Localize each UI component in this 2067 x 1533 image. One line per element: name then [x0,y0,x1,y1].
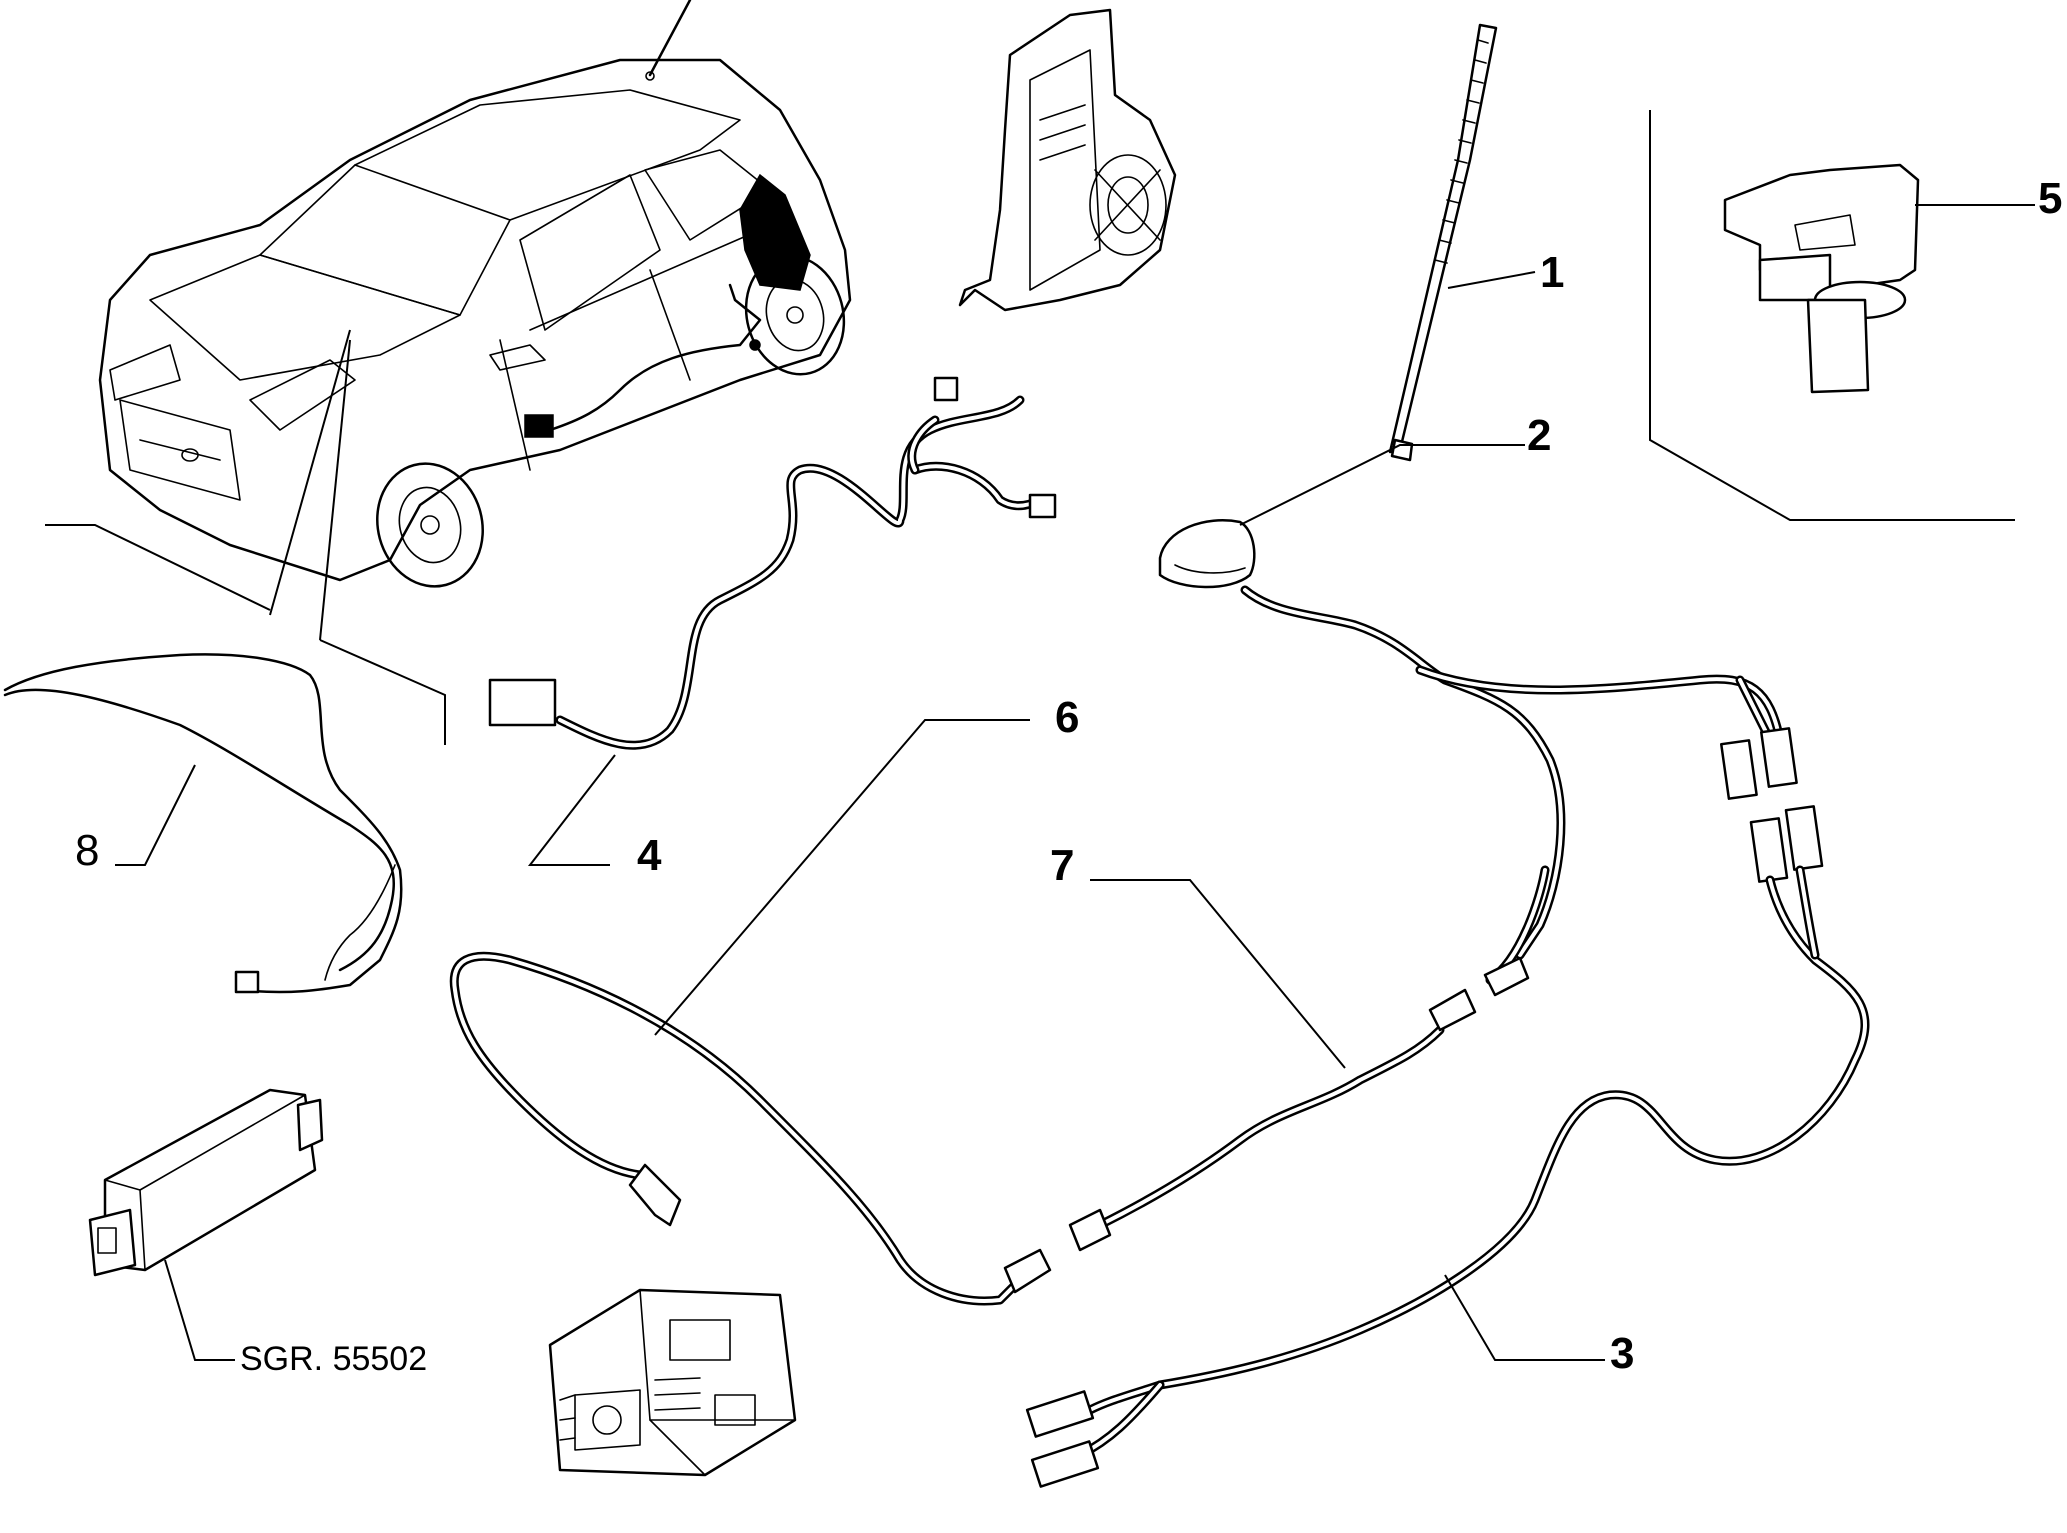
callout-2-label: 2 [1527,411,1551,460]
antenna-base [1158,444,1525,589]
reference-label: SGR. 55502 [240,1340,427,1378]
callout-6-label: 6 [1055,693,1079,742]
coax-cable [449,719,1052,1306]
callout-3-label: 3 [1610,1329,1634,1378]
clip-part [1649,110,2035,521]
radio-unit [548,1288,797,1477]
callout-5-label: 5 [2038,174,2062,223]
antenna-cable [1025,585,1870,1488]
antenna-rod [1388,23,1498,462]
car-illustration [98,0,852,641]
callout-1-leader [1447,271,1536,289]
callout-1-label: 1 [1540,248,1564,297]
callout-7-label: 7 [1050,841,1074,890]
wire-harness [3,653,403,994]
callout-8-label: 8 [75,826,99,875]
speaker-harness [488,376,1057,866]
control-module [88,1088,324,1361]
callout-4-label: 4 [637,831,662,880]
speaker-bracket [958,8,1177,312]
coax-adapter-cable [1068,865,1550,1252]
